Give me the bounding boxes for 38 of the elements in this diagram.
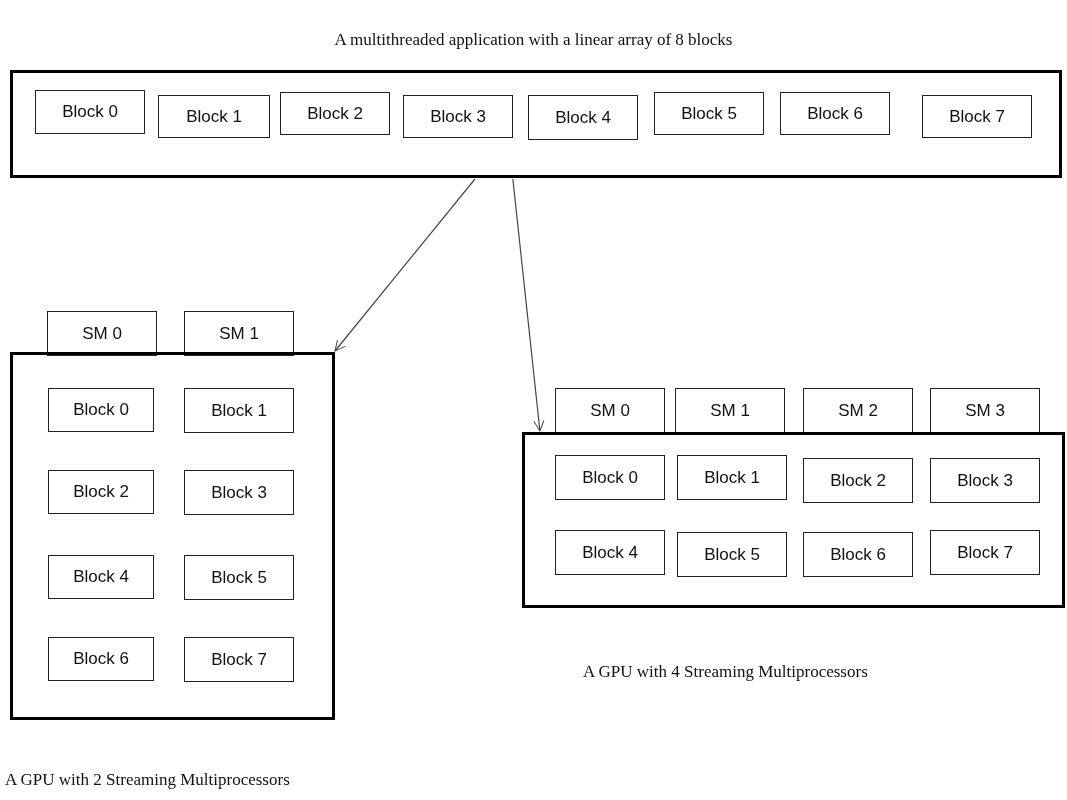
gpu-panel [10,352,335,720]
block-box: Block 0 [555,455,665,500]
block-box: Block 1 [184,388,294,433]
arrow [334,178,476,352]
block-box: Block 3 [930,458,1040,503]
sm-tab: SM 2 [803,388,913,433]
block-box: Block 1 [158,95,270,138]
sm-tab: SM 3 [930,388,1040,433]
sm-tab: SM 0 [47,311,157,356]
block-box: Block 7 [184,637,294,682]
sm-tab: SM 1 [675,388,785,433]
block-box: Block 0 [48,388,154,432]
block-box: Block 5 [184,555,294,600]
block-box: Block 2 [48,470,154,514]
block-box: Block 1 [677,455,787,500]
block-box: Block 2 [280,92,390,135]
block-box: Block 5 [677,532,787,577]
diagram-title: A multithreaded application with a linear array of 8 blocks [333,30,734,50]
block-box: Block 7 [922,95,1032,138]
gpu-caption: A GPU with 4 Streaming Multiprocessors [583,662,868,682]
block-box: Block 4 [555,530,665,575]
gpu-caption: A GPU with 2 Streaming Multiprocessors [5,770,290,790]
gpu-panel [522,432,1065,608]
block-box: Block 0 [35,90,145,134]
block-box: Block 3 [184,470,294,515]
block-box: Block 4 [48,555,154,599]
block-box: Block 6 [48,637,154,681]
arrow [512,178,545,432]
block-box: Block 5 [654,92,764,135]
block-box: Block 2 [803,458,913,503]
block-box: Block 4 [528,95,638,140]
sm-tab: SM 1 [184,311,294,356]
block-box: Block 6 [780,92,890,135]
block-box: Block 6 [803,532,913,577]
sm-tab: SM 0 [555,388,665,433]
block-box: Block 3 [403,95,513,138]
block-box: Block 7 [930,530,1040,575]
application-panel [10,70,1062,178]
